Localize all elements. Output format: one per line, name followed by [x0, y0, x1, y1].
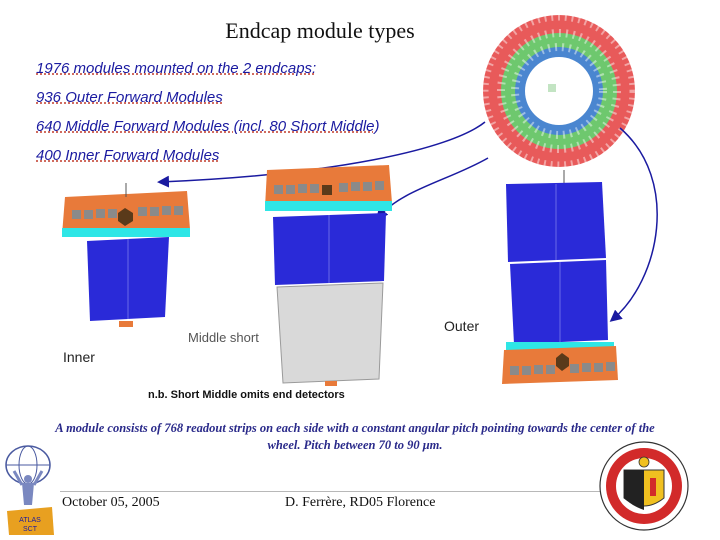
module-description: A module consists of 768 readout strips … [55, 421, 655, 452]
atlas-sct-badge [7, 507, 54, 535]
bullet-middle-modules: 640 Middle Forward Modules (incl. 80 Sho… [36, 118, 380, 135]
label-inner: Inner [63, 349, 95, 365]
outer-mount-point [556, 353, 569, 371]
middle-silicon-placeholder [276, 282, 384, 384]
label-outer: Outer [444, 318, 480, 334]
footer-author: D. Ferrère, RD05 Florence [285, 495, 436, 510]
outer-sensor-bottom [510, 260, 608, 344]
footer-date: October 05, 2005 [62, 495, 160, 510]
arrow-outer [609, 127, 658, 322]
arrow-inner [157, 121, 486, 188]
wheel-center [525, 57, 593, 125]
middle-mount-point [322, 185, 332, 195]
inner-module [62, 183, 190, 327]
short-middle-note: n.b. Short Middle omits end detectors [148, 389, 345, 401]
geneva-seal-logo [599, 441, 689, 531]
bullet-outer-modules: 936 Outer Forward Modules [36, 89, 223, 106]
outer-module [502, 170, 618, 384]
inner-mount-point [118, 208, 133, 226]
bullet-total-modules: 1976 modules mounted on the 2 endcaps: [36, 60, 317, 77]
logo-atlas-text: ATLAS [19, 517, 41, 524]
label-middle-short: Middle short [188, 330, 259, 345]
middle-module [265, 165, 392, 386]
bullet-inner-modules: 400 Inner Forward Modules [36, 147, 220, 164]
atlas-sct-logo: ATLAS SCT [5, 445, 54, 535]
endcap-wheel-diagram [477, 9, 641, 173]
atlas-figure-icon [22, 483, 34, 505]
footer-divider [60, 491, 635, 492]
logo-sct-text: SCT [23, 526, 38, 533]
page-title: Endcap module types [225, 18, 415, 43]
